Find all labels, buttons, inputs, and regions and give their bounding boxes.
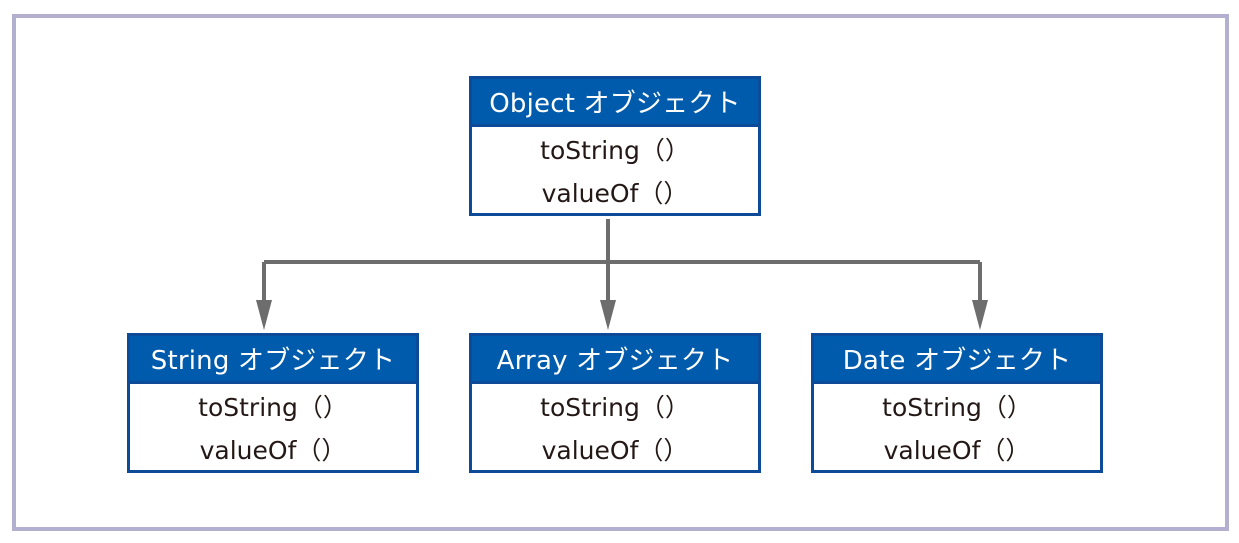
method-valueof: valueOf（） [883,435,1031,465]
method-tostring: toString（） [882,392,1032,422]
method-valueof: valueOf（） [541,178,689,208]
array-object-title: Array オブジェクト [472,336,758,384]
arrowhead-date [972,300,988,330]
string-object-title: String オブジェクト [130,336,416,384]
method-valueof: valueOf（） [199,435,347,465]
arrowhead-array [600,300,616,330]
date-object-title: Date オブジェクト [814,336,1100,384]
method-valueof: valueOf（） [541,435,689,465]
object-object-title: Object オブジェクト [472,79,758,127]
method-tostring: toString（） [540,392,690,422]
string-object-box: String オブジェクト toString（） valueOf（） [127,333,419,473]
method-tostring: toString（） [198,392,348,422]
object-object-box: Object オブジェクト toString（） valueOf（） [469,76,761,216]
arrowhead-string [256,300,272,330]
method-tostring: toString（） [540,135,690,165]
array-object-box: Array オブジェクト toString（） valueOf（） [469,333,761,473]
date-object-box: Date オブジェクト toString（） valueOf（） [811,333,1103,473]
